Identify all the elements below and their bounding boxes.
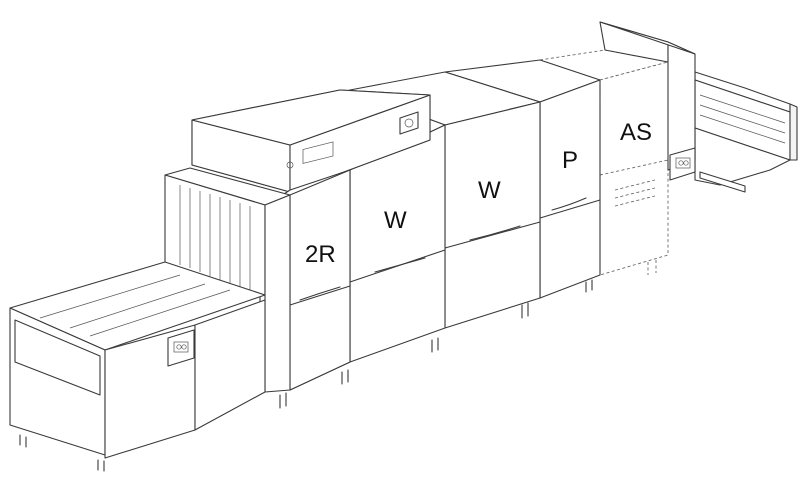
zone-label-as: AS: [620, 119, 652, 146]
junction-box-icon: [167, 329, 195, 367]
zone-label-w2: W: [478, 177, 501, 204]
control-panel-icon: [399, 111, 419, 135]
entry-table: [9, 261, 266, 472]
exit-conveyor: [694, 71, 798, 193]
junction-box-icon: [669, 147, 696, 181]
zone-label-w1: W: [384, 207, 407, 234]
top-box-right: [599, 21, 696, 171]
entry-hood: [164, 167, 291, 393]
zone-label-2r: 2R: [305, 241, 336, 268]
w2-module: [349, 71, 541, 329]
zone-label-p: P: [562, 147, 578, 174]
control-box: [191, 89, 431, 193]
